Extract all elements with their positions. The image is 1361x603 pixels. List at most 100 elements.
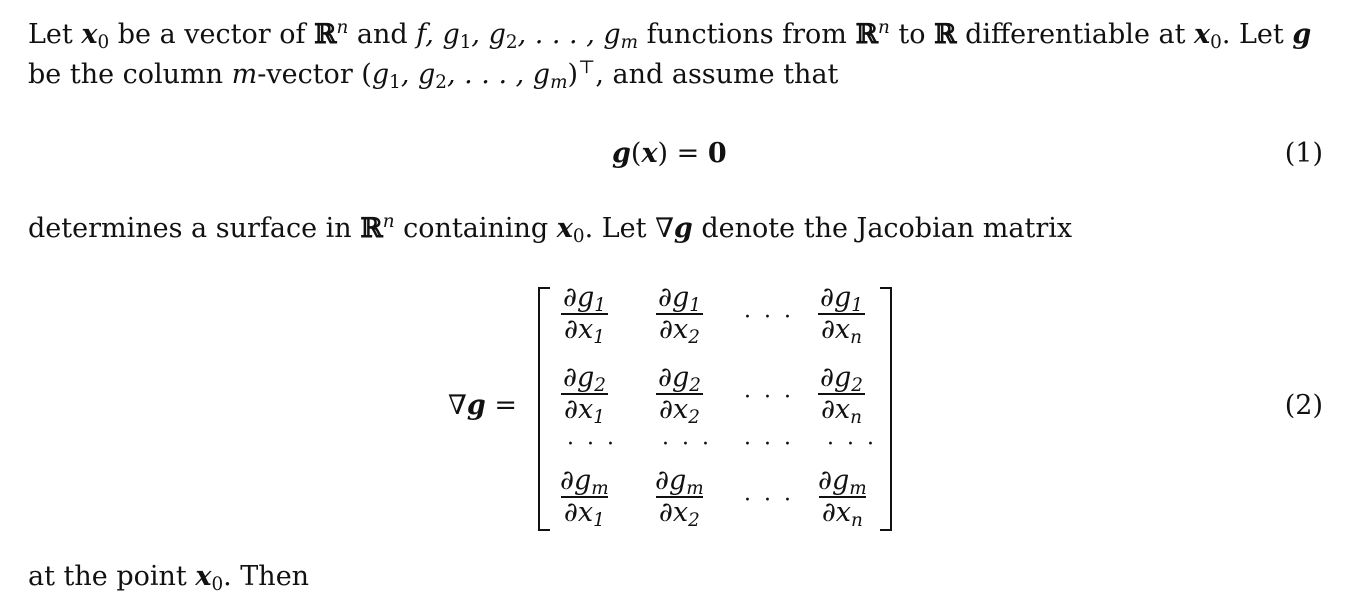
denominator: ∂x1 [560,496,608,530]
numerator: ∂gm [655,465,704,500]
denominator: ∂x1 [561,393,608,427]
numerator: ∂g2 [658,362,701,397]
text: . Then [223,561,310,592]
function-list: g [371,59,390,90]
equation-number-2: (2) [1284,390,1323,421]
symbol-g: g [673,213,693,244]
nabla-symbol: ∇ [448,390,467,421]
text: differentiable at [956,19,1195,50]
paragraph-1-line-2: be the column m-vector (g1, g2, . . . , … [28,58,838,92]
denominator: ∂x2 [656,393,703,427]
ellipsis: · · · [744,432,794,457]
text: . Let [1221,19,1293,50]
text: Let [28,19,82,50]
matrix-entry: ∂gm ∂x1 [557,465,612,530]
function-list: , . . . , g [446,59,551,90]
text: denote the Jacobian matrix [692,213,1073,244]
subscript: 0 [1210,32,1222,54]
reals-symbol: ℝ [855,19,878,50]
text: ) [567,59,579,90]
text: be a vector of [109,19,315,50]
equals-sign: = [485,390,517,421]
subscript: 2 [505,32,518,54]
numerator: ∂gm [560,465,609,500]
text: . Let ∇ [584,213,674,244]
transpose-symbol: ⊤ [578,56,596,78]
matrix-entry: ∂g2 ∂x2 [655,362,704,427]
ellipsis: · · · [744,385,794,410]
superscript: n [382,210,395,232]
ellipsis: · · · [662,432,712,457]
paragraph-2: determines a surface in ℝn containing x0… [28,212,1072,246]
zero-vector: 0 [707,138,727,169]
symbol-x: x [1194,19,1211,50]
numerator: ∂gm [818,465,867,500]
matrix-entry: ∂g1 ∂x2 [655,282,704,347]
function-list: , g [400,59,436,90]
paragraph-3: at the point x0. Then [28,560,309,594]
text: -vector ( [257,59,372,90]
text: be the column [28,59,232,90]
subscript: 1 [459,32,472,54]
text: and [348,19,417,50]
matrix-entry: ∂g1 ∂xn [817,282,866,347]
equation-1: g(x) = 0 [612,137,727,171]
equation-number-1: (1) [1284,138,1323,169]
subscript: 0 [572,226,585,248]
text: containing [394,213,557,244]
paren-equals: ) = [657,138,708,169]
numerator: ∂g2 [563,362,606,397]
numerator: ∂g1 [563,282,606,317]
numerator: ∂g2 [820,362,863,397]
reals-symbol: ℝ [360,213,383,244]
superscript: n [877,16,890,38]
function-list: , g [471,19,506,50]
equation-2-lhs: ∇g = [448,389,517,423]
ellipsis: · · · [827,432,877,457]
subscript: m [550,72,568,94]
symbol-x: x [641,138,658,169]
symbol-g: g [1292,19,1312,50]
subscript: 2 [435,72,447,94]
subscript: 0 [211,574,224,596]
paren: ( [630,138,642,169]
ellipsis: · · · [744,488,794,513]
ellipsis: · · · [567,432,617,457]
text: , and assume that [595,59,839,90]
paragraph-1-line-1: Let x0 be a vector of ℝn and f, g1, g2, … [28,18,1311,52]
symbol-x: x [556,213,573,244]
text: to [889,19,935,50]
symbol-x: x [81,19,98,50]
symbol-x: x [195,561,212,592]
subscript: 1 [389,72,401,94]
function-list: f, g [416,19,460,50]
numerator: ∂g1 [658,282,701,317]
reals-symbol: ℝ [934,19,957,50]
subscript: 0 [97,32,110,54]
numerator: ∂g1 [820,282,863,317]
text: functions from [638,19,856,50]
text: at the point [28,561,196,592]
matrix-entry: ∂g2 ∂xn [817,362,866,427]
reals-symbol: ℝ [314,19,337,50]
matrix-entry: ∂gm ∂xn [815,465,870,530]
denominator: ∂x2 [655,496,703,530]
ellipsis: · · · [744,305,794,330]
denominator: ∂xn [818,496,866,530]
text: determines a surface in [28,213,361,244]
symbol-g: g [612,138,631,169]
symbol-m: m [231,59,258,90]
superscript: n [336,16,349,38]
matrix-entry: ∂gm ∂x2 [652,465,707,530]
matrix-entry: ∂g1 ∂x1 [560,282,609,347]
subscript: m [620,32,639,54]
denominator: ∂x1 [561,313,608,347]
matrix-right-bracket [880,287,892,531]
matrix-entry: ∂g2 ∂x1 [560,362,609,427]
function-list: , . . . , g [517,19,621,50]
denominator: ∂xn [817,313,865,347]
denominator: ∂x2 [656,313,703,347]
matrix-left-bracket [538,287,550,531]
denominator: ∂xn [817,393,865,427]
symbol-g: g [466,390,486,421]
